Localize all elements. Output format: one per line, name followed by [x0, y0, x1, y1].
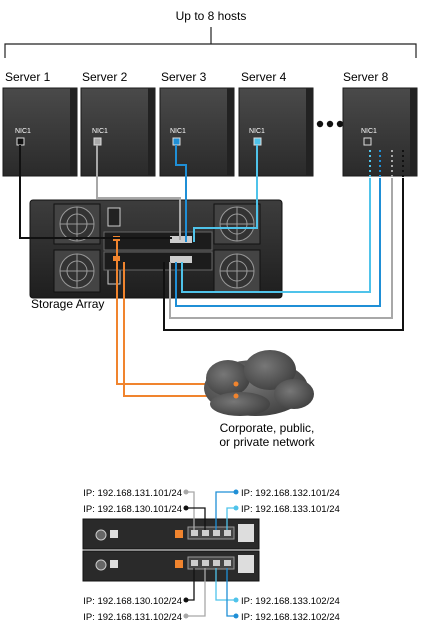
cable-server-3	[175, 145, 187, 242]
server-1: NIC1	[2, 87, 78, 177]
ip-label-top-right-1: IP: 192.168.132.101/24	[241, 488, 340, 499]
server-1-label: Server 1	[5, 70, 51, 84]
server-8: NIC1	[342, 87, 418, 177]
server-8-label: Server 8	[343, 70, 389, 84]
ip-leader-lines	[186, 491, 236, 617]
fan-icon	[213, 203, 261, 245]
server-4-nic-port	[253, 137, 262, 146]
controller-detail-bottom	[82, 550, 260, 582]
server-2: NIC1	[80, 87, 156, 177]
network-label-line-2: or private network	[219, 435, 315, 449]
server-4-label: Server 4	[241, 70, 287, 84]
storage-array-label: Storage Array	[31, 297, 104, 311]
server-3-nic-port	[172, 137, 181, 146]
cloud-icon	[204, 350, 314, 416]
ip-label-top-left-1: IP: 192.168.131.101/24	[83, 488, 182, 499]
fan-icon	[213, 249, 261, 293]
cable-server-4	[193, 145, 258, 242]
server-3-label: Server 3	[161, 70, 207, 84]
ip-label-top-left-2: IP: 192.168.130.101/24	[83, 504, 182, 515]
server-1-nic-label: NIC1	[15, 128, 31, 135]
server-2-label: Server 2	[82, 70, 128, 84]
ip-label-bottom-right-2: IP: 192.168.132.102/24	[241, 612, 340, 623]
cable-server-2	[96, 145, 181, 240]
ip-label-top-right-2: IP: 192.168.133.101/24	[241, 504, 340, 515]
cables	[19, 145, 404, 397]
server-3: NIC1	[159, 87, 235, 177]
cable-server-8-c	[169, 178, 393, 319]
ip-label-bottom-right-1: IP: 192.168.133.102/24	[241, 596, 340, 607]
server-2-nic-port	[93, 137, 102, 146]
ip-leader-dots	[183, 489, 239, 619]
storage-array	[29, 199, 283, 299]
ellipsis-dots	[316, 120, 344, 128]
hosts-label: Up to 8 hosts	[176, 9, 247, 23]
ip-label-bottom-left-2: IP: 192.168.131.102/24	[83, 612, 182, 623]
controller-detail-top	[82, 518, 260, 550]
server-2-nic-label: NIC1	[92, 128, 108, 135]
cable-management-top	[116, 240, 236, 385]
fan-icon	[53, 249, 101, 293]
server-4-nic-label: NIC1	[249, 128, 265, 135]
server-1-nic-port	[16, 137, 25, 146]
controller-module-bottom	[103, 251, 213, 271]
network-label-line-1: Corporate, public,	[220, 421, 315, 435]
ip-label-bottom-left-1: IP: 192.168.130.102/24	[83, 596, 182, 607]
cable-server-8-b	[175, 178, 381, 307]
cable-management-bottom	[123, 262, 236, 397]
server-8-nic-label: NIC1	[361, 128, 377, 135]
hosts-bracket	[4, 27, 417, 58]
cable-server-8-a	[181, 178, 371, 293]
controller-module-top	[103, 231, 213, 251]
cable-server-8-d	[163, 178, 404, 331]
server-4: NIC1	[238, 87, 314, 177]
server-8-nic-port	[363, 137, 372, 146]
cable-server-1	[19, 145, 172, 239]
server-3-nic-label: NIC1	[170, 128, 186, 135]
power-switch	[107, 207, 121, 227]
